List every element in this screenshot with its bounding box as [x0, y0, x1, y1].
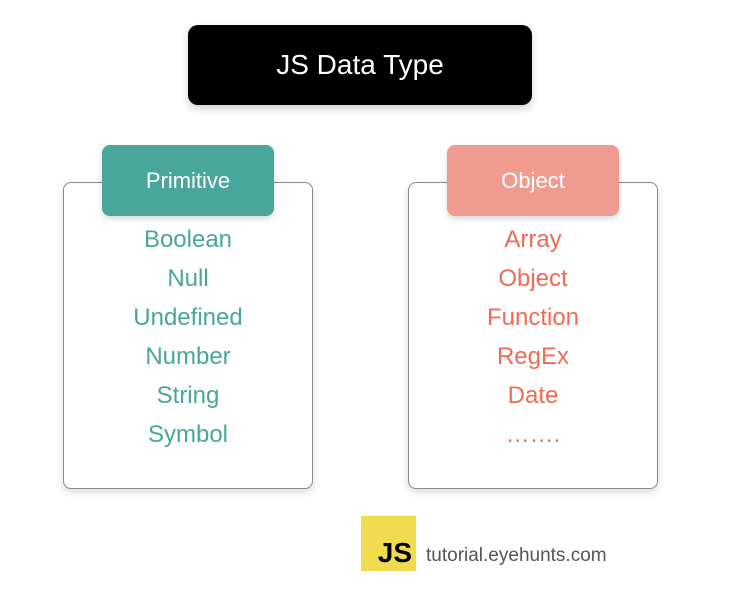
title-text: JS Data Type — [276, 49, 444, 80]
primitive-tag: Primitive — [102, 145, 274, 216]
list-item: Date — [507, 382, 559, 409]
list-item: String — [156, 382, 220, 409]
object-list: Array Object Function RegEx Date ……. — [408, 220, 658, 454]
object-panel — [408, 182, 658, 489]
list-item: Object — [498, 265, 568, 292]
list-item: Undefined — [133, 304, 243, 331]
primitive-panel — [63, 182, 313, 489]
list-item: ……. — [505, 421, 561, 448]
diagram-title: JS Data Type — [188, 25, 532, 105]
list-item: Boolean — [143, 226, 233, 253]
primitive-list: Boolean Null Undefined Number String Sym… — [63, 220, 313, 454]
logo-text: JS — [377, 537, 412, 568]
primitive-label: Primitive — [145, 167, 231, 193]
list-item: Function — [486, 304, 580, 331]
list-item: RegEx — [496, 343, 570, 370]
object-label: Object — [501, 167, 565, 193]
list-item: Null — [167, 265, 209, 292]
footer-url: tutorial.eyehunts.com — [426, 545, 607, 566]
js-logo-icon: JS — [361, 516, 416, 571]
list-item: Number — [145, 343, 231, 370]
list-item: Symbol — [147, 421, 229, 448]
object-tag: Object — [447, 145, 619, 216]
list-item: Array — [504, 226, 562, 253]
